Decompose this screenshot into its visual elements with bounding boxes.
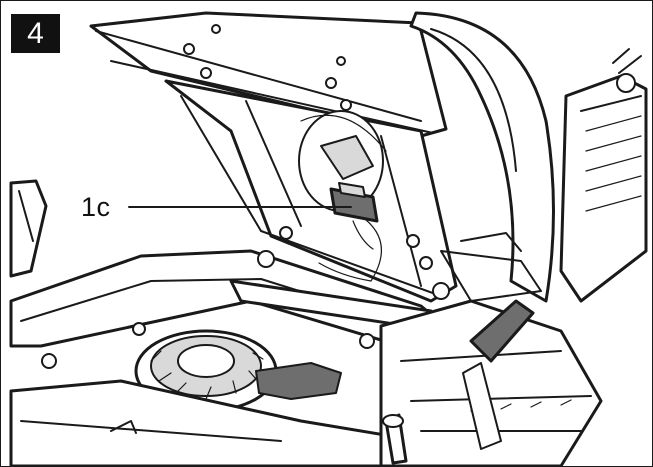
seat-switch-1c <box>329 182 379 250</box>
left-side-cover <box>9 179 48 278</box>
lower-body <box>9 299 603 466</box>
seat-shell <box>409 11 555 303</box>
chassis-frame <box>9 232 542 348</box>
rear-compartment <box>559 48 648 303</box>
seat-mounting-plate <box>89 11 448 138</box>
release-pin <box>382 413 408 465</box>
lever-handle <box>462 299 535 450</box>
fasteners <box>41 322 375 434</box>
step-number-badge: 4 <box>11 14 60 53</box>
callout-label-1c: 1c <box>81 192 111 222</box>
